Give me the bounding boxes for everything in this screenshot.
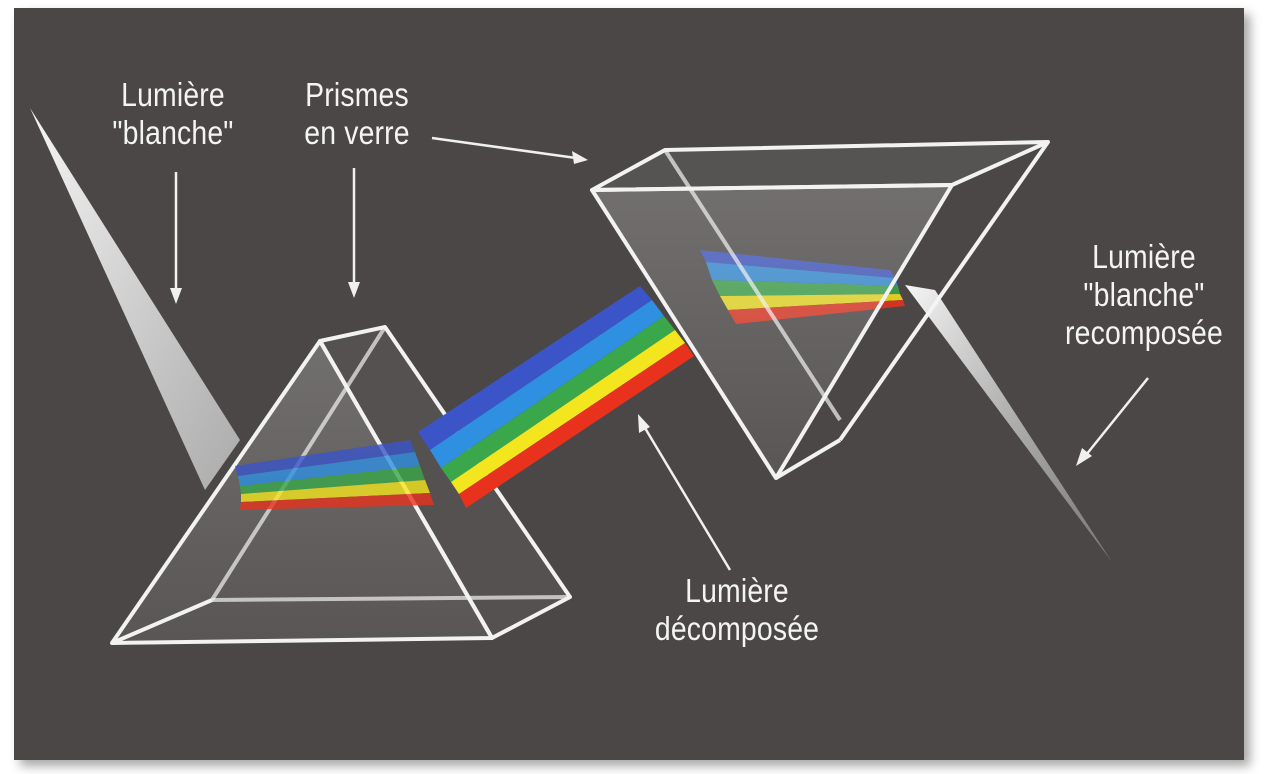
label-glass-prisms: Prismes en verre xyxy=(284,76,430,152)
label-glass-prisms-line2: en verre xyxy=(284,114,430,152)
label-glass-prisms-line1: Prismes xyxy=(284,76,430,114)
label-white-light-out-line3: recomposée xyxy=(1060,314,1229,352)
label-white-light-in-line2: "blanche" xyxy=(100,114,246,152)
label-white-light-out-line1: Lumière xyxy=(1060,238,1229,276)
decomposed-light-beam xyxy=(418,286,694,508)
label-white-light-in: Lumière "blanche" xyxy=(100,76,246,152)
label-decomposed-light-line1: Lumière xyxy=(638,572,836,610)
glass-prism-right xyxy=(592,142,1048,478)
label-white-light-out: Lumière "blanche" recomposée xyxy=(1060,238,1229,352)
label-decomposed-light: Lumière décomposée xyxy=(638,572,836,648)
label-white-light-in-line1: Lumière xyxy=(100,76,246,114)
white-light-beam-in xyxy=(30,108,240,490)
label-decomposed-light-line2: décomposée xyxy=(638,610,836,648)
label-white-light-out-line2: "blanche" xyxy=(1060,276,1229,314)
